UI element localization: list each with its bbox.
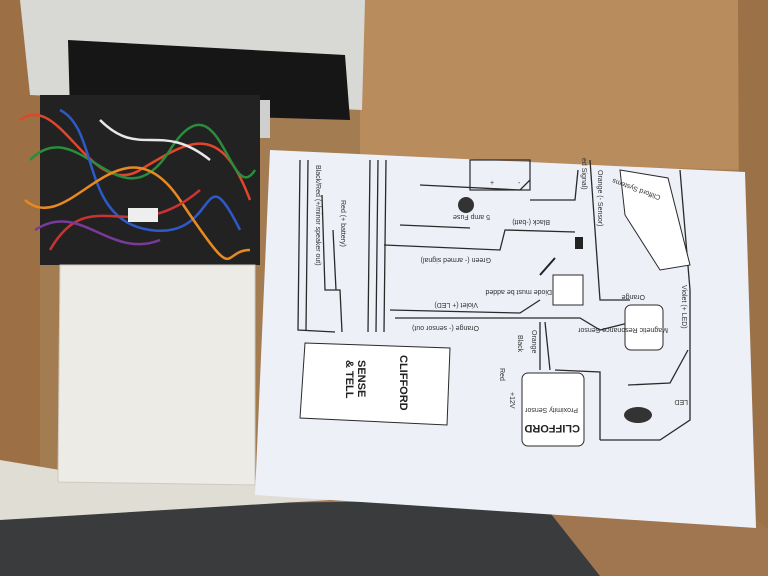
label-magnetic-sensor: Magnetic Resonance Sensor — [577, 326, 668, 333]
proximity-sensor-module — [521, 372, 585, 447]
label-armed-signal: Green (- armed signal) — [421, 256, 491, 263]
label-battery: Red (+ battery) — [339, 200, 346, 247]
sense-tell-name-line1: SENSE — [355, 360, 367, 397]
label-black: Black — [516, 335, 523, 353]
label-fuse: 5 amp Fuse — [453, 213, 490, 220]
arrow-icon — [539, 257, 556, 276]
wire-harness-area — [40, 95, 260, 265]
proximity-name: Proximity Sensor — [524, 406, 578, 413]
battery-minus-label: - — [518, 180, 521, 187]
label-signal: ed Signal) — [580, 158, 587, 190]
label-red: Red — [498, 368, 505, 381]
label-violet-led-right: Violet (+ LED) — [680, 285, 687, 329]
cardboard-side-left — [0, 0, 40, 470]
label-plus12v: +12V — [508, 392, 515, 409]
battery-symbol — [469, 159, 531, 191]
label-orange-sensor: Orange (- Sensor) — [596, 170, 603, 226]
label-speaker-out: Black/Red (+/minor speaker out) — [314, 165, 321, 266]
white-product-box — [57, 264, 256, 486]
diode-box — [552, 274, 584, 306]
led-icon — [624, 407, 652, 423]
fuse-icon — [458, 197, 474, 213]
remote-transmitter-drawing — [619, 169, 691, 271]
label-led: LED — [674, 398, 688, 405]
magnetic-sensor-drawing — [624, 304, 664, 351]
sense-tell-name-line2: & TELL — [343, 360, 355, 399]
sense-and-tell-module — [299, 342, 451, 426]
wire-connector — [128, 208, 158, 222]
wire-harness — [19, 108, 257, 260]
label-diode: Diode must be added — [485, 288, 552, 295]
label-black-batt: Black (-batt) — [512, 218, 550, 225]
label-orange: Orange — [622, 293, 645, 300]
ground-asphalt — [0, 500, 600, 576]
diode-icon — [575, 237, 583, 249]
label-sensor-out: Orange (- sensor out) — [412, 324, 479, 331]
battery-plus-label: + — [490, 180, 494, 187]
label-violet-led: Violet (+ LED) — [434, 301, 478, 308]
wiring-diagram-paper — [255, 150, 756, 528]
label-orange-short: Orange — [530, 330, 537, 353]
cardboard-flap-top-right — [360, 0, 745, 170]
proximity-brand: CLIFFORD — [524, 422, 580, 434]
sense-tell-brand: CLIFFORD — [397, 355, 409, 411]
